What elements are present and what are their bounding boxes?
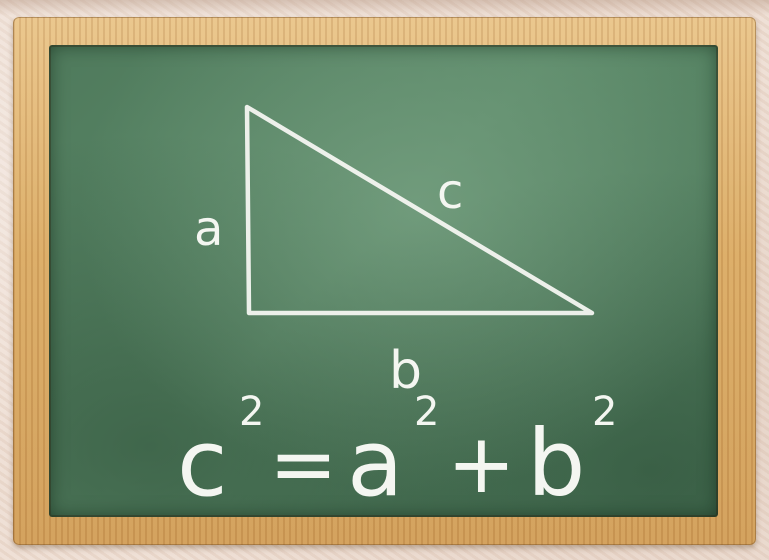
- formula-c-exponent: 2: [239, 389, 264, 435]
- formula-equals: =: [269, 417, 338, 512]
- chalkboard: a c b c 2 = a 2 + b 2: [49, 45, 718, 517]
- formula-a-exponent: 2: [414, 389, 439, 435]
- side-b-label: b: [389, 341, 422, 401]
- side-a-label: a: [194, 201, 223, 257]
- chalkboard-frame: a c b c 2 = a 2 + b 2: [13, 17, 756, 545]
- chalk-drawing: a c b c 2 = a 2 + b 2: [177, 104, 617, 517]
- formula-b-exponent: 2: [592, 389, 617, 435]
- top-background-strip: [0, 0, 769, 16]
- formula-plus: +: [447, 417, 516, 512]
- right-triangle: [244, 104, 595, 316]
- formula-b: b: [527, 410, 585, 517]
- side-c-label: c: [437, 164, 463, 220]
- formula-a: a: [347, 410, 403, 517]
- formula-c: c: [177, 410, 228, 517]
